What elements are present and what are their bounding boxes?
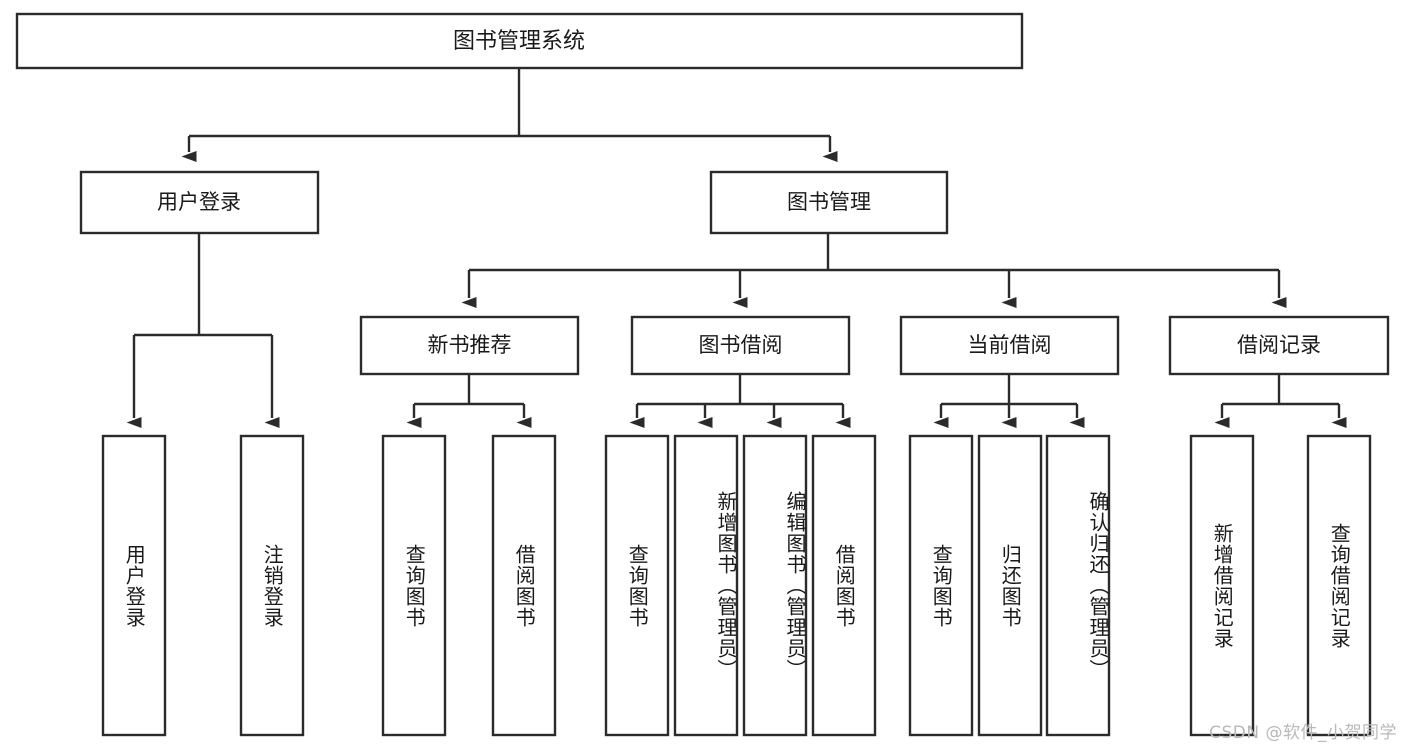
node-root-label: 图书管理系统 — [453, 29, 585, 54]
watermark-text: CSDN @软件_小贺同学 — [1209, 723, 1397, 743]
leaf-box-query-book-3[interactable] — [908, 434, 974, 737]
node-current-borrow-label: 当前借阅 — [968, 333, 1052, 357]
leaf-box-logout[interactable] — [239, 434, 305, 737]
leaf-box-user-login[interactable] — [101, 434, 167, 737]
node-borrow-record-box[interactable] — [1168, 315, 1390, 376]
leaf-box-confirm-return-admin[interactable] — [1045, 434, 1111, 737]
connector-currentborrow-to-leaves — [933, 374, 1085, 428]
leaf-box-borrow-book-2[interactable] — [811, 434, 877, 737]
connector-borrowrecord-to-leaves — [1214, 374, 1347, 428]
node-root-box[interactable] — [15, 12, 1024, 70]
leaf-box-query-borrow-record[interactable] — [1306, 434, 1372, 737]
leaf-box-query-book-2[interactable] — [604, 434, 670, 737]
connector-bookborrow-to-leaves — [629, 374, 851, 428]
node-book-borrow-box[interactable] — [630, 315, 851, 376]
connector-newbook-to-leaves — [406, 374, 532, 428]
leaf-box-return-book[interactable] — [977, 434, 1043, 737]
connector-userlogin-to-children — [126, 233, 280, 428]
leaf-box-add-borrow-record[interactable] — [1189, 434, 1255, 737]
node-new-book-recommend-box[interactable] — [359, 315, 580, 376]
node-book-management-box[interactable] — [709, 170, 949, 235]
node-user-login-label: 用户登录 — [157, 190, 241, 214]
node-current-borrow-box[interactable] — [899, 315, 1120, 376]
leaf-box-edit-book-admin[interactable] — [742, 434, 808, 737]
leaf-box-borrow-book-1[interactable] — [491, 434, 557, 737]
connector-root-to-bus — [181, 68, 838, 162]
leaf-box-add-book-admin[interactable] — [673, 434, 739, 737]
node-book-management-label: 图书管理 — [787, 190, 871, 214]
connector-bookmgmt-to-children — [461, 233, 1287, 308]
node-user-login-box[interactable] — [79, 170, 320, 235]
node-book-borrow-label: 图书借阅 — [699, 333, 783, 357]
leaf-box-query-book-1[interactable] — [381, 434, 447, 737]
node-new-book-recommend-label: 新书推荐 — [428, 333, 512, 357]
node-borrow-record-label: 借阅记录 — [1237, 333, 1321, 357]
